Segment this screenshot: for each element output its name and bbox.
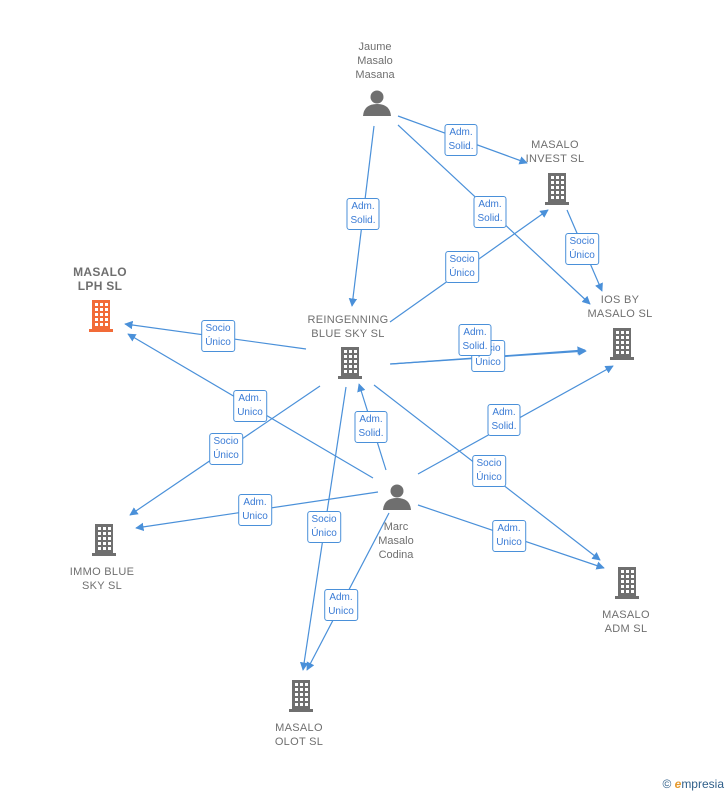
building-icon[interactable] bbox=[545, 173, 569, 205]
edge-label[interactable]: Socio Único bbox=[307, 511, 341, 543]
edge-label[interactable]: Adm. Solid. bbox=[444, 124, 478, 156]
copyright-symbol: © bbox=[662, 777, 672, 791]
building-icon[interactable] bbox=[610, 328, 634, 360]
edge-label[interactable]: Adm. Solid. bbox=[473, 196, 507, 228]
edge-label[interactable]: Adm. Unico bbox=[238, 494, 272, 526]
edge-label[interactable]: Socio Único bbox=[445, 251, 479, 283]
building-icon[interactable] bbox=[92, 524, 116, 556]
person-icon[interactable] bbox=[363, 90, 391, 117]
node-label-masalo-invest[interactable]: MASALO INVEST SL bbox=[525, 139, 585, 165]
node-icons bbox=[89, 90, 639, 712]
edge-label[interactable]: Adm. Solid. bbox=[458, 324, 492, 356]
edge-label[interactable]: Socio Único bbox=[201, 320, 235, 352]
edge-label[interactable]: Adm. Solid. bbox=[354, 411, 388, 443]
edge-label[interactable]: Adm. Unico bbox=[233, 390, 267, 422]
node-label-masalo-adm[interactable]: MASALO ADM SL bbox=[602, 609, 650, 635]
node-label-immo-blue-sky[interactable]: IMMO BLUE SKY SL bbox=[69, 566, 135, 592]
building-icon[interactable] bbox=[615, 567, 639, 599]
node-label-ios-by-masalo[interactable]: IOS BY MASALO SL bbox=[587, 294, 653, 320]
building-icon[interactable] bbox=[89, 300, 113, 332]
node-label-masalo-lph[interactable]: MASALO LPH SL bbox=[73, 265, 127, 293]
edge-label[interactable]: Socio Único bbox=[472, 455, 506, 487]
node-label-reingenning[interactable]: REINGENNING BLUE SKY SL bbox=[307, 314, 389, 340]
building-icon[interactable] bbox=[338, 347, 362, 379]
person-icon[interactable] bbox=[383, 484, 411, 511]
node-label-marc[interactable]: Marc Masalo Codina bbox=[378, 521, 414, 561]
building-icon[interactable] bbox=[289, 680, 313, 712]
edge-label[interactable]: Adm. Unico bbox=[492, 520, 526, 552]
edge-label[interactable]: Socio Único bbox=[209, 433, 243, 465]
node-label-jaume[interactable]: Jaume Masalo Masana bbox=[355, 41, 395, 81]
node-label-masalo-olot[interactable]: MASALO OLOT SL bbox=[274, 722, 324, 748]
brand-initial: e bbox=[674, 777, 682, 791]
edge-label[interactable]: Adm. Unico bbox=[324, 589, 358, 621]
edge-label[interactable]: Socio Único bbox=[565, 233, 599, 265]
edge-label[interactable]: Adm. Solid. bbox=[487, 404, 521, 436]
brand-name: mpresia bbox=[681, 777, 724, 791]
footer-brand: © empresia bbox=[662, 777, 724, 791]
edge-label[interactable]: Adm. Solid. bbox=[346, 198, 380, 230]
